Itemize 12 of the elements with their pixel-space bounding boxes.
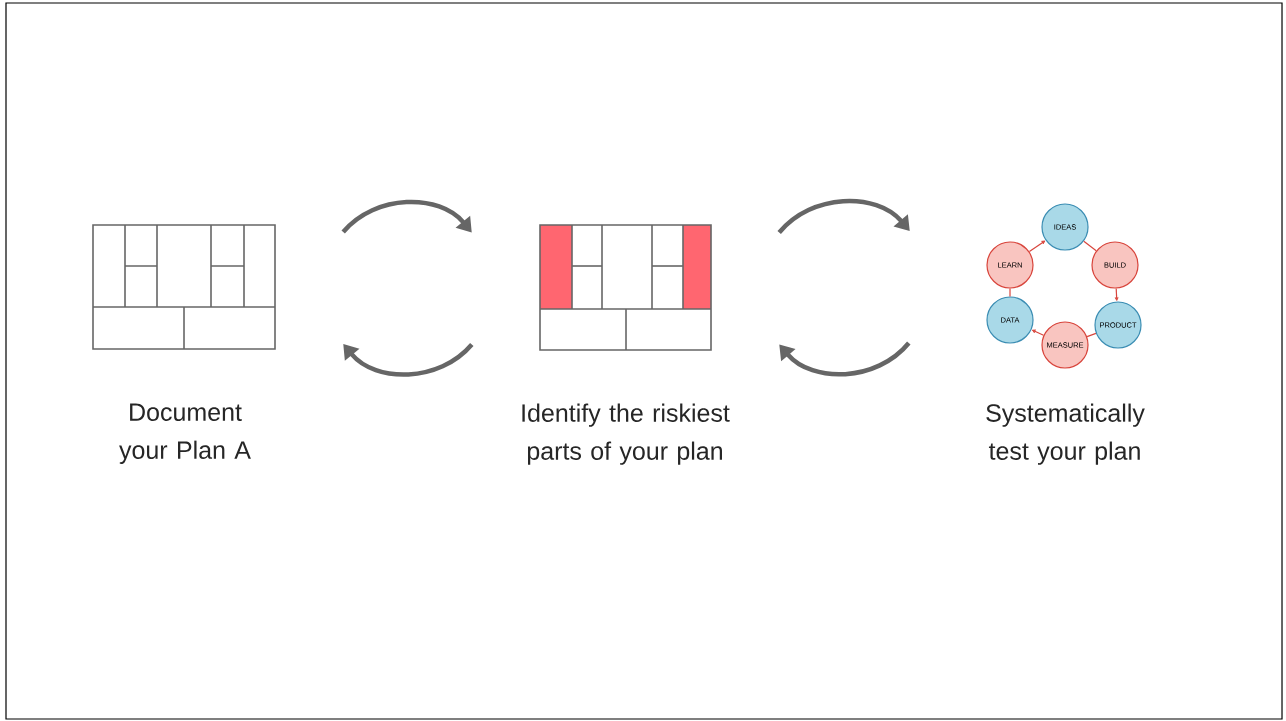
caption: Document your Plan A [119,403,251,464]
curved-arrow [779,341,911,377]
curved-arrow [343,342,474,377]
canvas-drawing [539,224,712,351]
curved-arrow [777,198,910,235]
caption: Identify the riskiest parts of your plan [522,403,730,465]
cycle-arrow [1114,287,1119,301]
canvas-drawing [92,224,276,350]
cycle-arrow [1031,329,1045,336]
cycle-arrow [1028,240,1046,253]
caption: Systematically test your plan [986,403,1145,465]
curved-arrow [341,199,472,234]
